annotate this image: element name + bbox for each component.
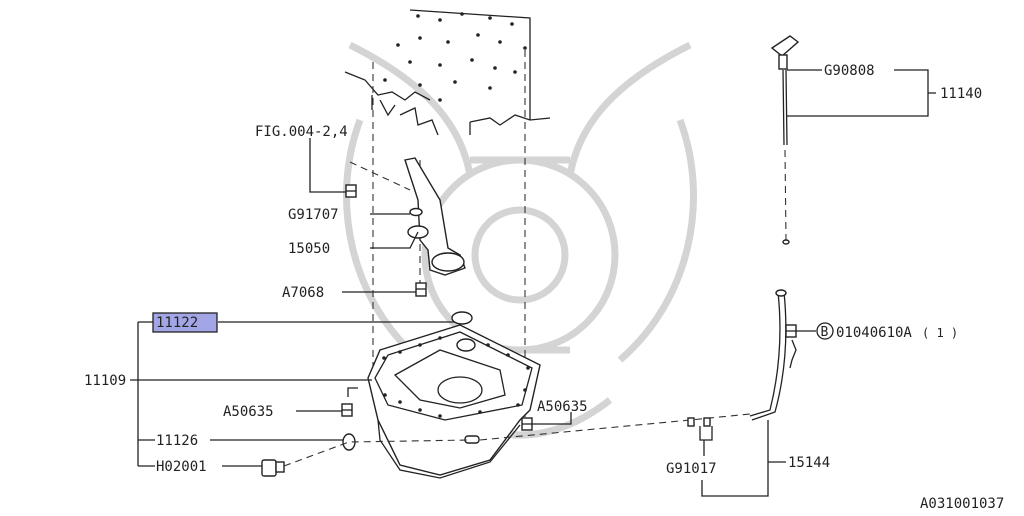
pan-cap-11122	[451, 311, 473, 325]
label-fig-ref[interactable]: FIG.004-2,4	[255, 124, 348, 140]
label-11126[interactable]: 11126	[156, 433, 198, 449]
label-g91017[interactable]: G91017	[666, 461, 717, 477]
pan-bolt-holes	[382, 336, 530, 418]
oil-pan	[367, 324, 541, 479]
label-15050[interactable]: 15050	[288, 241, 330, 257]
engine-block	[344, 9, 551, 136]
label-11140[interactable]: 11140	[940, 86, 982, 102]
label-a50635-left[interactable]: A50635	[223, 404, 274, 420]
oil-strainer	[404, 157, 466, 276]
label-h02001[interactable]: H02001	[156, 459, 207, 475]
oil-level-gauge	[770, 35, 800, 245]
label-a7068[interactable]: A7068	[282, 285, 324, 301]
gasket-g91707	[409, 207, 423, 217]
bolt-strainer-upper	[345, 184, 357, 198]
alignment-line-fig	[349, 161, 411, 191]
highlight-11122	[152, 312, 218, 333]
drain-alignment-line	[283, 439, 471, 467]
label-11109[interactable]: 11109	[84, 373, 126, 389]
label-a50635-right[interactable]: A50635	[537, 399, 588, 415]
diagram-id: A031001037	[920, 496, 1004, 512]
oil-level-gauge-guide	[749, 289, 797, 421]
block-bolt-holes	[383, 12, 527, 102]
label-01040610a[interactable]: 01040610A	[836, 325, 912, 341]
bolt-a7068	[415, 282, 427, 297]
label-g90808[interactable]: G90808	[824, 63, 875, 79]
label-g91707[interactable]: G91707	[288, 207, 339, 223]
bolt-a50635-left	[341, 387, 358, 417]
bolt-01040610a	[785, 324, 797, 338]
bolt-marker-badge: B	[816, 322, 834, 340]
clip-g91017	[687, 417, 711, 427]
drain-plug-h02001	[261, 459, 285, 477]
label-11122[interactable]: 11122	[156, 315, 198, 331]
label-01040610a-qty: ( 1 )	[922, 326, 958, 340]
label-15144[interactable]: 15144	[788, 455, 830, 471]
watermark-logo	[343, 41, 697, 439]
leader-lines	[130, 69, 936, 497]
bolt-a50635-right	[521, 417, 533, 431]
bolt-marker-letter: B	[821, 325, 829, 340]
